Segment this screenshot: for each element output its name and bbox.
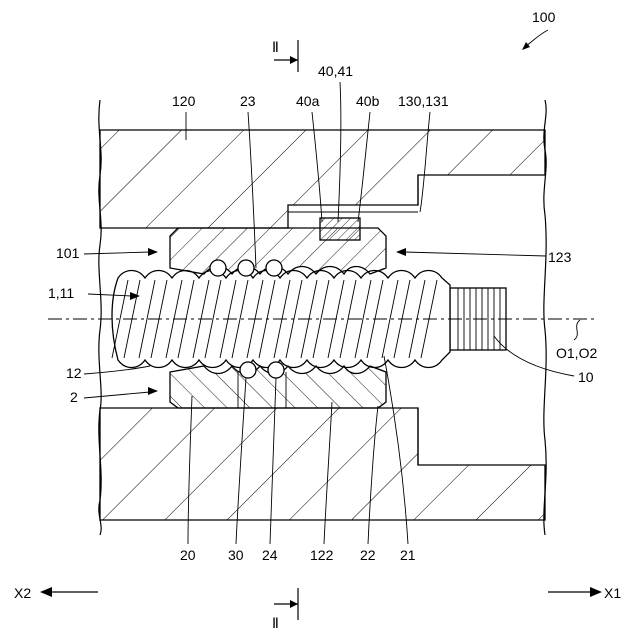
label-101: 101	[56, 245, 80, 261]
label-2: 2	[70, 389, 78, 405]
arrowhead-123	[396, 248, 406, 256]
label-40-41: 40,41	[318, 63, 353, 79]
label-120: 120	[172, 93, 196, 109]
label-x1: X1	[604, 585, 621, 601]
label-122: 122	[310, 547, 334, 563]
label-12: 12	[66, 365, 82, 381]
leader-100	[526, 30, 548, 46]
label-20: 20	[180, 547, 196, 563]
label-10: 10	[578, 369, 594, 385]
label-1-11: 1,11	[48, 285, 74, 301]
section-mark-bottom: Ⅱ	[272, 588, 298, 631]
label-40b: 40b	[356, 93, 380, 109]
section-mark-top: Ⅱ	[272, 39, 298, 72]
key-40-41	[320, 218, 360, 240]
label-23: 23	[240, 93, 256, 109]
direction-arrow-left: X2	[14, 585, 98, 601]
section-mark-bottom-label: Ⅱ	[272, 615, 279, 631]
leader-101	[84, 252, 150, 254]
label-123: 123	[548, 249, 572, 265]
label-100: 100	[532, 9, 556, 25]
leader-o1-o2	[574, 320, 580, 340]
label-130-131: 130,131	[398, 93, 449, 109]
direction-arrow-right: X1	[548, 585, 621, 601]
label-40a: 40a	[296, 93, 320, 109]
label-o1-o2: O1,O2	[556, 345, 597, 361]
arrowhead-100	[522, 42, 530, 50]
label-22: 22	[360, 547, 376, 563]
arrowhead-2	[148, 387, 158, 395]
leader-12	[84, 366, 150, 374]
leader-123	[404, 252, 546, 256]
label-x2: X2	[14, 585, 31, 601]
housing-lower	[100, 408, 545, 520]
label-24: 24	[262, 547, 278, 563]
label-21: 21	[400, 547, 416, 563]
label-30: 30	[228, 547, 244, 563]
section-mark-top-label: Ⅱ	[272, 39, 279, 55]
arrowhead-101	[148, 248, 158, 256]
housing-upper	[100, 130, 545, 228]
leader-2	[84, 392, 150, 398]
